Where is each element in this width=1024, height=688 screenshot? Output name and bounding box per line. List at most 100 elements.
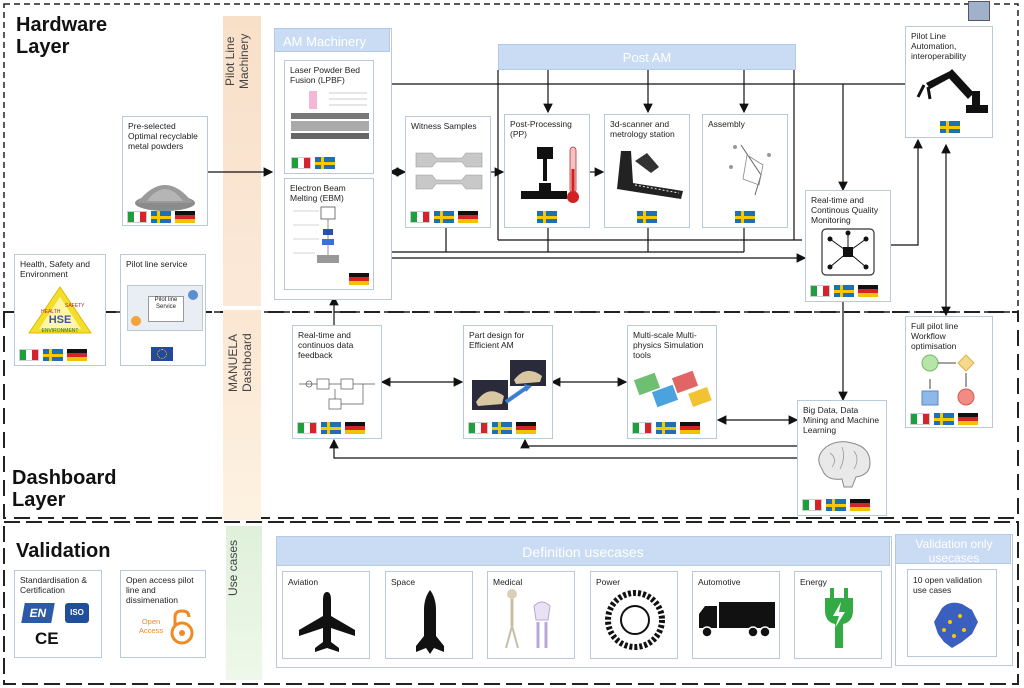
monitoring-box[interactable]: Real-time and Continous Quality Monitori… <box>805 190 891 302</box>
automation-box[interactable]: Pilot Line Automation, interoperability <box>905 26 993 138</box>
germany-flag-icon <box>680 422 700 434</box>
ebm-flags <box>349 273 369 285</box>
post-processing-box[interactable]: Post-Processing (PP) <box>504 114 590 228</box>
sweden-flag-icon <box>826 499 846 511</box>
italy-flag-icon <box>910 413 930 425</box>
workflow-box[interactable]: Full pilot line Workflow optimisation <box>905 316 993 428</box>
scanner-flags <box>637 211 657 223</box>
pilot-service-image: Pilot line Service <box>127 285 203 331</box>
italy-flag-icon <box>802 499 822 511</box>
sweden-flag-icon <box>834 285 854 297</box>
space-shuttle-icon <box>416 590 444 654</box>
eu-flag-icon <box>151 347 173 361</box>
italy-flag-icon <box>632 422 652 434</box>
germany-flag-icon <box>458 211 478 223</box>
hse-flags <box>19 349 87 361</box>
multiscale-box[interactable]: Multi-scale Multi-physics Simulation too… <box>627 325 717 439</box>
hse-label: Health, Safety and Environment <box>20 259 90 279</box>
sweden-flag-icon <box>315 157 335 169</box>
scanner-box[interactable]: 3d-scanner and metrology station <box>604 114 690 228</box>
standardisation-label: Standardisation & Certification <box>20 575 88 595</box>
assembly-box[interactable]: Assembly <box>702 114 788 228</box>
window-icon[interactable] <box>968 1 990 21</box>
usecase-aviation[interactable]: Aviation <box>282 571 370 659</box>
monitoring-flags <box>810 285 878 297</box>
powders-box[interactable]: Pre-selected Optimal recyclable metal po… <box>122 116 208 226</box>
energy-plug-icon <box>825 588 853 648</box>
italy-flag-icon <box>127 211 147 223</box>
manuela-band <box>223 310 261 520</box>
hse-triangle-icon: HSE HEALTH SAFETY ENVIRONMENT <box>28 286 92 334</box>
italy-flag-icon <box>810 285 830 297</box>
automation-flags <box>940 121 960 133</box>
open-access-box[interactable]: Open access pilot line and dissimenation… <box>120 570 206 658</box>
germany-flag-icon <box>850 499 870 511</box>
usecase-automotive[interactable]: Automotive <box>692 571 780 659</box>
turbine-icon <box>605 590 665 650</box>
simulation-image <box>633 370 712 408</box>
powders-flags <box>127 211 195 223</box>
sweden-flag-icon <box>637 211 657 223</box>
feedback-box[interactable]: Real-time and continuos data feedback <box>292 325 382 439</box>
feedback-label: Real-time and continuos data feedback <box>298 330 354 360</box>
italy-flag-icon <box>297 422 317 434</box>
en-logo-icon: EN <box>21 603 55 623</box>
germany-flag-icon <box>67 349 87 361</box>
europe-map-icon <box>934 602 978 648</box>
germany-flag-icon <box>345 422 365 434</box>
germany-flag-icon <box>858 285 878 297</box>
witness-box[interactable]: Witness Samples <box>405 116 491 228</box>
iso-logo-icon: ISO <box>65 603 89 623</box>
open-access-label: Open access pilot line and dissimenation <box>126 575 194 605</box>
usecase-medical[interactable]: Medical <box>487 571 575 659</box>
hse-box[interactable]: Health, Safety and Environment HSE HEALT… <box>14 254 106 366</box>
usecase-energy-label: Energy <box>800 577 827 587</box>
sweden-flag-icon <box>934 413 954 425</box>
sweden-flag-icon <box>43 349 63 361</box>
lpbf-flags <box>291 157 335 169</box>
bigdata-flags <box>802 499 870 511</box>
sweden-flag-icon <box>321 422 341 434</box>
workflow-diagram <box>921 354 975 406</box>
post-am-header: Post AM <box>498 44 796 70</box>
bigdata-box[interactable]: Big Data, Data Mining and Machine Learni… <box>797 400 887 516</box>
sweden-flag-icon <box>656 422 676 434</box>
assembly-drawing-image <box>729 144 771 196</box>
usecase-space[interactable]: Space <box>385 571 473 659</box>
network-icon <box>821 228 875 276</box>
use-cases-band <box>226 526 262 680</box>
multiscale-label: Multi-scale Multi-physics Simulation too… <box>633 330 704 360</box>
standardisation-box[interactable]: Standardisation & Certification EN ISO C… <box>14 570 102 658</box>
usecase-automotive-label: Automotive <box>698 577 741 587</box>
ebm-schematic-image <box>293 206 339 263</box>
assembly-label: Assembly <box>708 119 745 129</box>
sweden-flag-icon <box>537 211 557 223</box>
germany-flag-icon <box>349 273 369 285</box>
validation-only-header: Validation only usecases <box>895 534 1011 564</box>
italy-flag-icon <box>291 157 311 169</box>
post-processing-label: Post-Processing (PP) <box>510 119 572 139</box>
italy-flag-icon <box>19 349 39 361</box>
lpbf-box[interactable]: Laser Powder Bed Fusion (LPBF) <box>284 60 374 174</box>
usecase-power-label: Power <box>596 577 621 587</box>
germany-flag-icon <box>175 211 195 223</box>
pilot-service-box[interactable]: Pilot line service Pilot line Service <box>120 254 206 366</box>
sweden-flag-icon <box>492 422 512 434</box>
usecase-medical-label: Medical <box>493 577 523 587</box>
usecase-energy[interactable]: Energy <box>794 571 882 659</box>
automation-label: Pilot Line Automation, interoperability <box>911 31 967 61</box>
usecase-power[interactable]: Power <box>590 571 678 659</box>
workflow-label: Full pilot line Workflow optimisation <box>911 321 959 351</box>
workflow-flags <box>910 413 978 425</box>
lpbf-schematic-image <box>291 91 369 139</box>
hse-text: HSE <box>49 314 72 326</box>
part-design-box[interactable]: Part design for Efficient AM <box>463 325 553 439</box>
am-machinery-header: AM Machinery <box>274 28 390 52</box>
usecase-space-label: Space <box>391 577 416 587</box>
ebm-box[interactable]: Electron Beam Melting (EBM) <box>284 178 374 290</box>
open-validation-box[interactable]: 10 open validation use cases <box>907 569 997 657</box>
definition-usecases-header: Definition usecases <box>276 536 890 566</box>
